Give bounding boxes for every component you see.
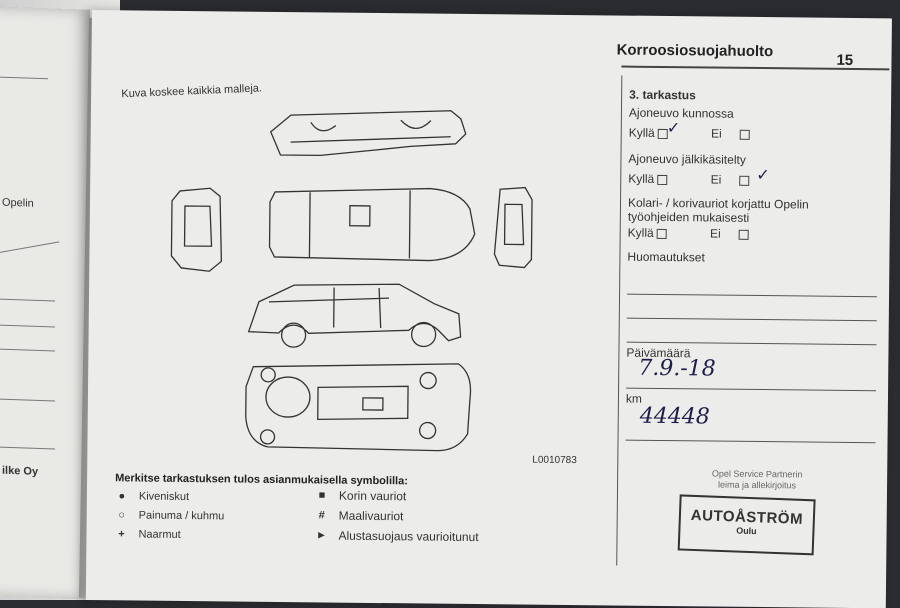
vehicle-condition-options: Kyllä Ei: [629, 126, 750, 141]
legend-item-stone-chips: ● Kiveniskut: [115, 490, 190, 504]
legend-label: Maalivauriot: [338, 508, 404, 524]
left-rule: [0, 324, 55, 328]
filled-circle-symbol: ●: [118, 490, 126, 503]
yes-label: Kyllä: [627, 225, 654, 240]
legend-item-underbody-damage: ► Alustasuojaus vaurioitunut: [314, 528, 479, 545]
triangle-symbol: ►: [315, 529, 328, 542]
column-divider: [616, 75, 623, 566]
car-underbody-outline: [245, 363, 472, 452]
legend-label: Naarmut: [138, 528, 181, 541]
yes-label: Kyllä: [628, 125, 655, 140]
left-rule: [0, 348, 55, 352]
inspection-form: 3. tarkastus Ajoneuvo kunnossa Kyllä Ei …: [625, 88, 879, 444]
left-rule: [0, 76, 48, 80]
no-label: Ei: [709, 226, 721, 241]
car-top-view-outline: [268, 187, 476, 262]
left-fragment-opelin: Opelin: [2, 196, 34, 210]
page-title: Korroosiosuojahuolto: [616, 41, 774, 61]
legend-label: Alustasuojaus vaurioitunut: [338, 528, 479, 545]
handwritten-km: 44448: [639, 403, 710, 430]
car-side-view-outline: [247, 283, 462, 348]
left-rule: [0, 398, 55, 402]
yes-label: Kyllä: [628, 171, 655, 186]
handwritten-checkmark: ✓: [666, 118, 681, 138]
legend-heading: Merkitse tarkastuksen tulos asianmukaise…: [115, 472, 409, 488]
legend-label: Korin vauriot: [338, 488, 407, 504]
legend-item-body-damage: ■ Korin vauriot: [315, 488, 407, 504]
open-circle-symbol: ○: [118, 509, 126, 522]
right-page: Korroosiosuojahuolto 15 Kuva koskee kaik…: [85, 10, 892, 608]
legend-label: Kiveniskut: [138, 490, 190, 504]
legend-label: Painuma / kuhmu: [138, 509, 225, 523]
handwritten-date: 7.9.-18: [638, 355, 716, 382]
partner-line1: Opel Service Partnerin: [711, 468, 803, 480]
diagram-code: L0010783: [532, 454, 577, 467]
car-body-diagram: [170, 110, 533, 452]
service-partner-caption: Opel Service Partnerin leima ja allekirj…: [697, 468, 817, 491]
remarks-line: [627, 293, 878, 298]
yes-checkbox: [656, 228, 667, 239]
vehicle-condition-label: Ajoneuvo kunnossa: [628, 105, 734, 121]
yes-checkbox: [657, 174, 668, 185]
remarks-label: Huomautukset: [627, 249, 705, 265]
collision-label-line2: työohjeiden mukaisesti: [627, 209, 750, 225]
remarks-line: [626, 341, 877, 346]
plus-symbol: +: [118, 528, 125, 541]
left-page: Opelin ilke Oy: [0, 6, 90, 600]
car-front-view-outline: [170, 187, 223, 272]
km-line: [625, 439, 876, 444]
post-treatment-label: Ajoneuvo jälkikäsitelty: [628, 151, 746, 167]
date-line: [626, 387, 877, 392]
remarks-line: [626, 317, 877, 322]
hash-symbol: #: [318, 509, 325, 522]
no-label: Ei: [711, 126, 722, 141]
legend-item-paint-damage: # Maalivauriot: [315, 508, 404, 524]
no-label: Ei: [710, 172, 722, 187]
dealer-stamp: AUTOÅSTRÖM Oulu: [677, 494, 816, 556]
collision-options: Kyllä Ei: [628, 226, 749, 241]
filled-square-symbol: ■: [318, 489, 326, 502]
page-number: 15: [836, 51, 854, 69]
left-rule: [0, 298, 55, 302]
handwritten-checkmark: ✓: [756, 164, 770, 185]
no-checkbox: [739, 129, 750, 140]
left-fragment-oy: ilke Oy: [2, 464, 39, 478]
left-rule: [0, 446, 55, 450]
inspection-title: 3. tarkastus: [629, 87, 696, 103]
partner-line2: leima ja allekirjoitus: [717, 479, 797, 491]
car-rear-view-outline: [493, 186, 533, 269]
legend-item-scratches: + Naarmut: [114, 528, 181, 541]
post-treatment-options: Kyllä Ei: [628, 171, 750, 187]
no-checkbox: [738, 229, 749, 240]
left-rule: [0, 241, 60, 255]
no-checkbox: [739, 175, 750, 186]
car-side-upper-outline: [269, 110, 467, 157]
legend-item-dent: ○ Painuma / kuhmu: [115, 509, 225, 523]
